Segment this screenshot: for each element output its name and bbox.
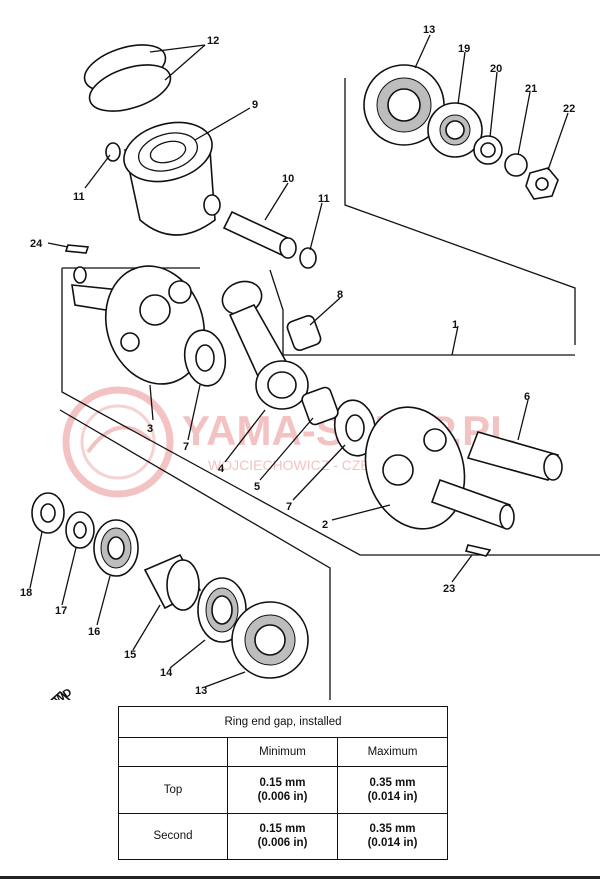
- part-label: 11: [73, 191, 85, 203]
- max-in: (0.014 in): [367, 837, 418, 850]
- left-side-bearing-stack: [31, 492, 309, 679]
- part-label: 19: [458, 43, 470, 55]
- min-value: 0.15 mm (0.006 in): [227, 766, 338, 814]
- part-label: 24: [30, 238, 43, 250]
- table-title: Ring end gap, installed: [118, 706, 448, 738]
- table-header-empty: [118, 737, 228, 767]
- piston: [123, 121, 221, 236]
- thrust-washers: [183, 329, 377, 457]
- part-label: 17: [55, 605, 67, 617]
- part-label: 7: [286, 501, 292, 513]
- part-label: 5: [254, 481, 260, 493]
- part-label: 4: [218, 463, 225, 475]
- forward-arrow: FWD: [47, 686, 74, 700]
- woodruff-keys: [64, 244, 492, 557]
- part-label: 7: [183, 441, 189, 453]
- part-label: 9: [252, 99, 258, 111]
- bottom-rule: [0, 876, 600, 879]
- part-label: 21: [525, 83, 537, 95]
- part-label: 6: [524, 391, 530, 403]
- ring-end-gap-table: Ring end gap, installed Minimum Maximum …: [118, 706, 448, 860]
- piston-pin: [222, 210, 297, 259]
- part-label: 23: [443, 583, 455, 595]
- max-value: 0.35 mm (0.014 in): [337, 766, 448, 814]
- right-crank-half: [364, 406, 515, 530]
- crank-pin: [466, 431, 563, 481]
- right-side-bearing-stack: [363, 64, 559, 200]
- part-label: 10: [282, 173, 294, 185]
- max-mm: 0.35 mm: [369, 776, 416, 789]
- part-label: 22: [563, 103, 575, 115]
- part-labels: 1 2 3 4 5 6 7 7 8 9 10 11 11 12 13 13 14…: [20, 24, 575, 697]
- part-label: 13: [195, 685, 207, 697]
- part-label: 8: [337, 289, 343, 301]
- row-label: Top: [118, 766, 228, 814]
- table-row: Second 0.15 mm (0.006 in) 0.35 mm (0.014…: [118, 812, 448, 860]
- part-label: 14: [160, 667, 173, 679]
- fwd-label: FWD: [47, 686, 74, 700]
- table-row: Top 0.15 mm (0.006 in) 0.35 mm (0.014 in…: [118, 766, 448, 814]
- part-label: 11: [318, 193, 330, 205]
- needle-bearings: [286, 315, 339, 426]
- max-value: 0.35 mm (0.014 in): [337, 812, 448, 860]
- part-label: 1: [452, 319, 458, 331]
- min-in: (0.006 in): [257, 790, 308, 803]
- min-value: 0.15 mm (0.006 in): [227, 812, 338, 860]
- part-label: 13: [423, 24, 435, 36]
- connecting-rod: [221, 280, 309, 410]
- left-crank-half: [71, 265, 206, 385]
- table-header-minimum: Minimum: [227, 737, 338, 767]
- part-label: 12: [207, 35, 219, 47]
- table-header-maximum: Maximum: [337, 737, 448, 767]
- min-mm: 0.15 mm: [259, 823, 306, 836]
- leader-lines: [29, 34, 569, 688]
- part-label: 2: [322, 519, 328, 531]
- part-label: 15: [124, 649, 136, 661]
- min-in: (0.006 in): [257, 837, 308, 850]
- row-label: Second: [118, 812, 228, 860]
- exploded-parts-diagram: YAMA-SKLEP.PL WOJCIECHOWICZ - CZĘŚCI YAM…: [20, 24, 600, 700]
- piston-rings: [83, 44, 172, 112]
- max-in: (0.014 in): [367, 790, 418, 803]
- min-mm: 0.15 mm: [259, 776, 306, 789]
- max-mm: 0.35 mm: [369, 823, 416, 836]
- part-label: 16: [88, 626, 100, 638]
- part-label: 3: [147, 423, 153, 435]
- part-label: 18: [20, 587, 32, 599]
- part-label: 20: [490, 63, 502, 75]
